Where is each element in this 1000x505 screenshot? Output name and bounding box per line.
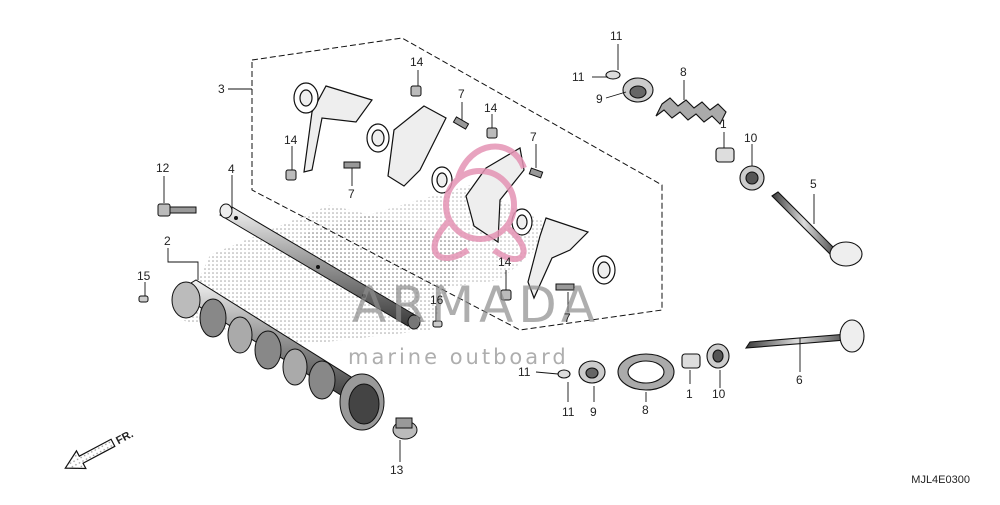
rocker-shaft [219, 203, 421, 330]
callout-5: 5 [810, 177, 817, 191]
callout-16: 16 [430, 293, 444, 307]
callout-14-a: 14 [410, 55, 424, 69]
callout-9-a: 9 [596, 92, 603, 106]
callout-10-a: 10 [744, 131, 758, 145]
callout-14-b: 14 [484, 101, 498, 115]
watermark-brand: ARMADA [352, 276, 600, 334]
camshaft [171, 279, 385, 431]
upper-valve-assembly [605, 70, 863, 267]
callout-14-c: 14 [284, 133, 298, 147]
callout-10-b: 10 [712, 387, 726, 401]
adjusting-screws-7 [343, 116, 575, 291]
lower-valve-assembly [557, 319, 865, 391]
leader-lines [144, 44, 815, 462]
callout-8-a: 8 [680, 65, 687, 79]
callout-4: 4 [228, 162, 235, 176]
callout-11-d: 11 [562, 405, 575, 419]
callout-14-d: 14 [498, 255, 512, 269]
callout-7-c: 7 [348, 187, 355, 201]
watermark-logo [431, 143, 527, 262]
callout-11-a: 11 [610, 29, 623, 43]
callouts: 3 4 12 2 15 14 7 14 14 7 7 14 16 7 13 11… [137, 29, 817, 477]
dowel-pin-15 [138, 295, 149, 303]
callout-7-d: 7 [564, 311, 571, 325]
bolt-13 [392, 417, 418, 440]
callout-6: 6 [796, 373, 803, 387]
front-arrow: FR. [64, 428, 135, 470]
callout-7-a: 7 [458, 87, 465, 101]
callout-3: 3 [218, 82, 225, 96]
callout-8-b: 8 [642, 403, 649, 417]
bolt-12 [157, 203, 197, 217]
callout-13: 13 [390, 463, 404, 477]
callout-11-b: 11 [572, 70, 585, 84]
callout-12: 12 [156, 161, 170, 175]
callout-11-c: 11 [518, 365, 531, 379]
callout-2: 2 [164, 234, 171, 248]
callout-1-a: 1 [720, 117, 727, 131]
watermark-tagline: marine outboard [348, 345, 569, 369]
callout-9-b: 9 [590, 405, 597, 419]
dowel-pin-16 [432, 320, 443, 328]
washers [293, 82, 616, 285]
rocker-arms [303, 85, 590, 300]
rocker-arm-group-outline [251, 37, 663, 331]
callout-1-b: 1 [686, 387, 693, 401]
diagram-code: MJL4E0300 [911, 474, 970, 486]
callout-15: 15 [137, 269, 151, 283]
callout-7-b: 7 [530, 130, 537, 144]
front-arrow-label: FR. [114, 428, 135, 447]
